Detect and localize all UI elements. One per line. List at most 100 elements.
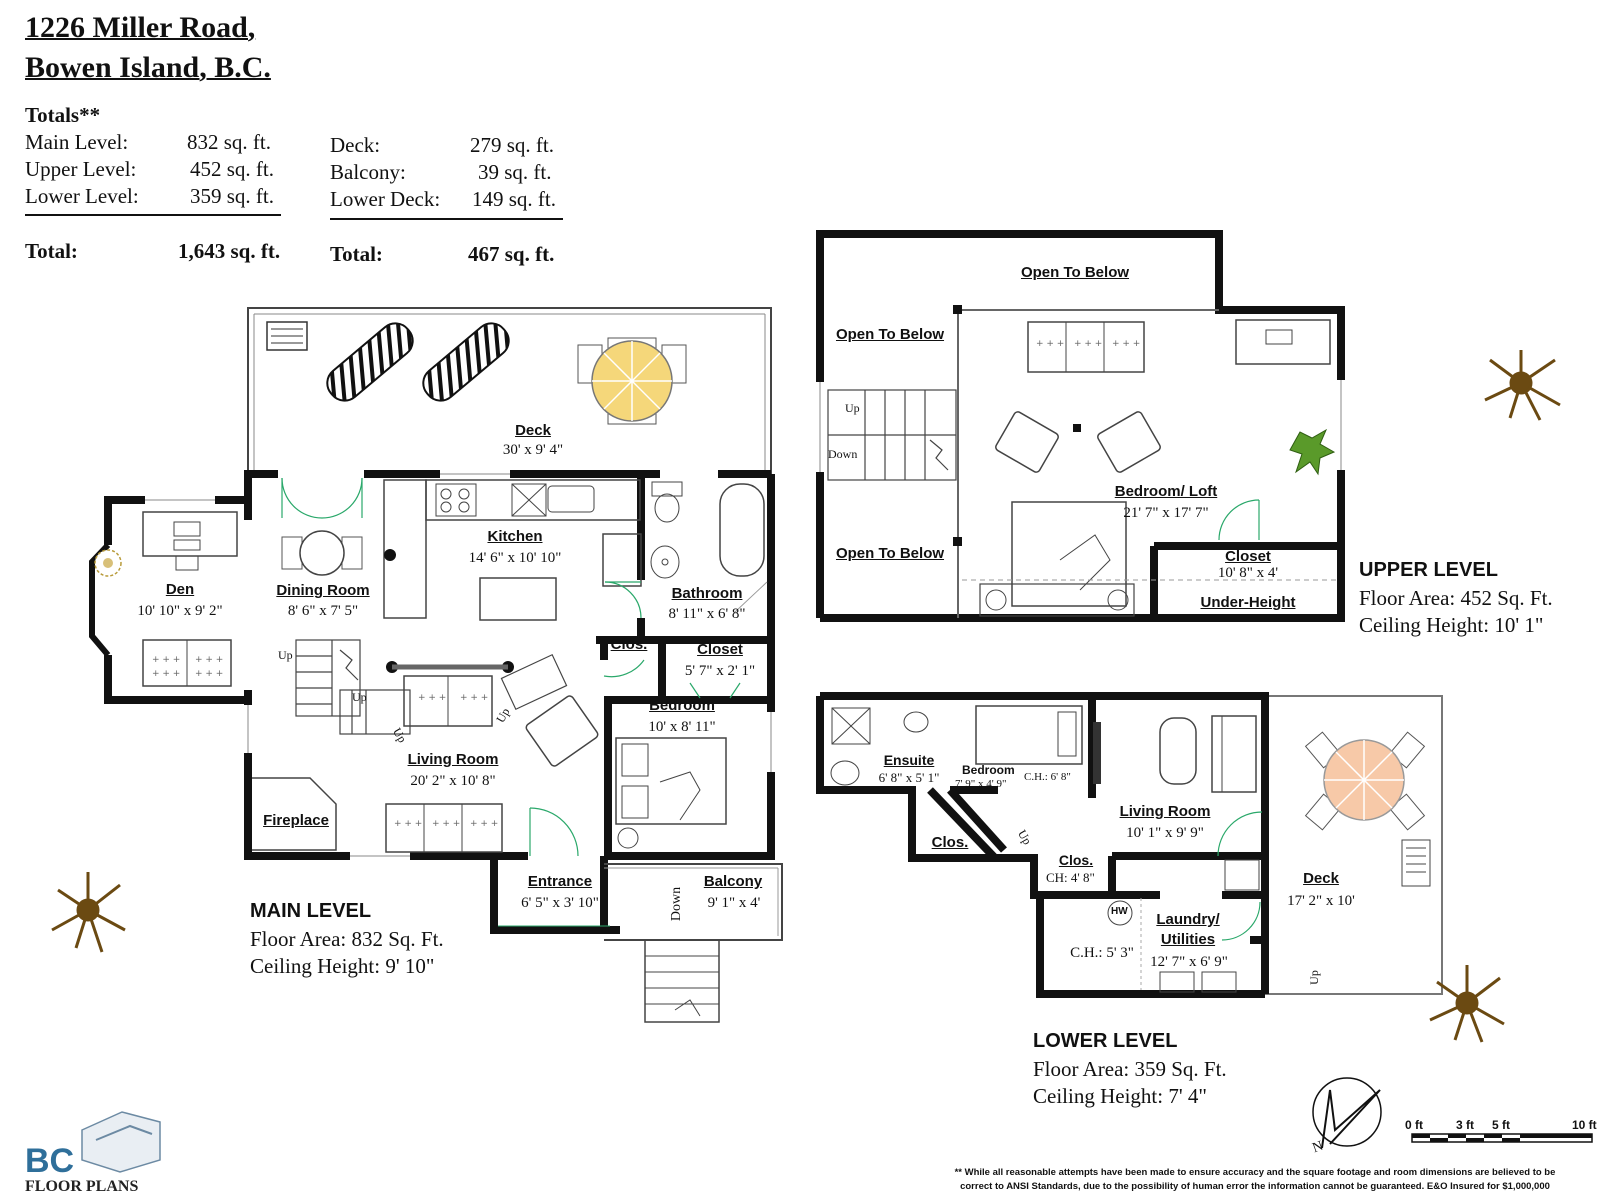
bed-icon xyxy=(1011,501,1127,607)
loft-dim: 21' 7" x 17' 7" xyxy=(1123,505,1209,521)
upper-stair-down: Down xyxy=(828,447,858,461)
lower-clos2-ch: CH: 4' 8" xyxy=(1046,870,1095,885)
upper-otb-bottom: Open To Below xyxy=(835,545,945,562)
svg-text:+ + +: + + + xyxy=(152,669,180,679)
sofa-icon: + + + + + + + + + xyxy=(385,803,503,853)
main-stair-up-2: Up xyxy=(352,690,367,704)
logo-letters: BC xyxy=(25,1142,75,1180)
lower-deck-dim: 17' 2" x 10' xyxy=(1287,893,1355,909)
upper-level-ceiling: Ceiling Height: 10' 1" xyxy=(1359,613,1544,637)
main-stair-up-1: Up xyxy=(278,648,293,662)
lounger-icon xyxy=(422,322,510,402)
upper-level-area: Floor Area: 452 Sq. Ft. xyxy=(1359,586,1553,610)
bathroom-dim: 8' 11" x 6' 8" xyxy=(668,606,746,622)
ensuite-name: Ensuite xyxy=(883,752,935,768)
lower-living-dim: 10' 1" x 9' 9" xyxy=(1126,825,1204,841)
den-dim: 10' 10" x 9' 2" xyxy=(137,603,223,619)
main-bedroom-name: Bedroom xyxy=(649,697,715,714)
main-closet-name: Closet xyxy=(697,641,743,658)
scale-0ft: 0 ft xyxy=(1405,1118,1423,1132)
under-height-name: Under-Height xyxy=(1200,594,1296,611)
totals-lower-value: 359 sq. ft. xyxy=(190,184,274,208)
tree-icon xyxy=(1484,350,1561,421)
logo-icon xyxy=(81,1111,161,1173)
lower-stair-up-2: Up xyxy=(1306,970,1321,985)
svg-text:+ + +: + + + xyxy=(460,693,488,703)
totals-upper-label: Upper Level: xyxy=(25,157,137,181)
balcony-dim: 9' 1" x 4' xyxy=(707,895,761,911)
totals-left-rule xyxy=(25,214,281,216)
compass-icon xyxy=(1312,1077,1382,1149)
fireplace-name: Fireplace xyxy=(263,812,329,829)
tree-icon xyxy=(51,872,126,953)
lower-bedroom-dim: 7' 9" x 4' 9" xyxy=(955,778,1007,790)
plant-icon xyxy=(1289,428,1336,476)
main-level-area: Floor Area: 832 Sq. Ft. xyxy=(250,927,444,951)
svg-text:+ + +: + + + xyxy=(394,819,422,829)
totals-lowerdeck-value: 149 sq. ft. xyxy=(472,187,556,211)
den-name: Den xyxy=(165,581,195,598)
tree-icon xyxy=(1429,965,1505,1043)
main-level-ceiling: Ceiling Height: 9' 10" xyxy=(250,954,435,978)
lower-level-title: LOWER LEVEL xyxy=(1033,1030,1178,1052)
laundry-dim: 12' 7" x 6' 9" xyxy=(1150,954,1228,970)
totals-deck-label: Deck: xyxy=(330,133,381,157)
chair-icon xyxy=(525,695,599,767)
ensuite-dim: 6' 8" x 5' 1" xyxy=(878,770,940,785)
upper-otb-top: Open To Below xyxy=(1020,264,1130,281)
svg-text:+ + +: + + + xyxy=(418,693,446,703)
lower-bedroom-name: Bedroom xyxy=(962,763,1015,777)
disclaimer-line-2: correct to ANSI Standards, due to the po… xyxy=(960,1181,1550,1192)
svg-text:+ + +: + + + xyxy=(195,655,223,665)
svg-text:+ + +: + + + xyxy=(1074,339,1102,349)
main-living-name: Living Room xyxy=(407,751,499,768)
totals-right-rule xyxy=(330,218,563,220)
upper-otb-left: Open To Below xyxy=(835,326,945,343)
main-clos-name: Clos. xyxy=(610,636,648,653)
scale-bar xyxy=(1411,1133,1593,1143)
main-bedroom-dim: 10' x 8' 11" xyxy=(648,719,716,735)
hw-label: HW xyxy=(1111,906,1128,917)
dining-table-icon xyxy=(281,530,363,576)
bathroom-name: Bathroom xyxy=(671,585,743,602)
totals-lowerdeck-label: Lower Deck: xyxy=(330,187,441,211)
lower-deck-table-icon xyxy=(1304,731,1426,831)
totals-heading: Totals** xyxy=(25,103,101,127)
main-stair-down: Down xyxy=(669,886,685,922)
lower-level-area: Floor Area: 359 Sq. Ft. xyxy=(1033,1057,1227,1081)
dining-dim: 8' 6" x 7' 5" xyxy=(287,603,359,619)
balcony-name: Balcony xyxy=(703,873,763,890)
address-line-2: Bowen Island, B.C. xyxy=(25,51,271,84)
lower-level-plan xyxy=(816,692,1443,998)
address-line-1: 1226 Miller Road, xyxy=(25,11,256,44)
desk-icon xyxy=(142,511,238,571)
loft-name: Bedroom/ Loft xyxy=(1114,483,1218,500)
main-living-dim: 20' 2" x 10' 8" xyxy=(410,773,496,789)
lower-level-ceiling: Ceiling Height: 7' 4" xyxy=(1033,1084,1207,1108)
upper-closet-dim: 10' 8" x 4' xyxy=(1217,565,1279,581)
lower-clos1-name: Clos. xyxy=(931,834,969,851)
sofa-icon: + + + + + + xyxy=(403,675,493,727)
totals-deck-value: 279 sq. ft. xyxy=(470,133,554,157)
svg-text:+ + +: + + + xyxy=(152,655,180,665)
upper-stair-up: Up xyxy=(845,401,860,415)
lower-clos2-name: Clos. xyxy=(1058,852,1094,868)
upper-level-title: UPPER LEVEL xyxy=(1359,559,1498,581)
main-level-plan: + + + + + + + + + + + + xyxy=(89,307,783,1023)
svg-text:+ + +: + + + xyxy=(470,819,498,829)
disclaimer-line-1: ** While all reasonable attempts have be… xyxy=(954,1167,1556,1178)
dining-name: Dining Room xyxy=(276,582,370,599)
chair-icon xyxy=(995,411,1161,473)
plant-icon xyxy=(94,549,122,577)
toilet-icon xyxy=(651,481,683,523)
totals-left-total-label: Total: xyxy=(25,239,78,263)
svg-text:+ + +: + + + xyxy=(195,669,223,679)
lower-bedroom-ch: C.H.: 6' 8" xyxy=(1024,771,1071,783)
scale-5ft: 5 ft xyxy=(1492,1118,1510,1132)
main-level-title: MAIN LEVEL xyxy=(250,900,372,922)
totals-balcony-value: 39 sq. ft. xyxy=(478,160,552,184)
scale-3ft: 3 ft xyxy=(1456,1118,1474,1132)
sofa-icon: + + + + + + + + + + + + xyxy=(142,639,232,687)
bed-icon xyxy=(615,737,727,825)
